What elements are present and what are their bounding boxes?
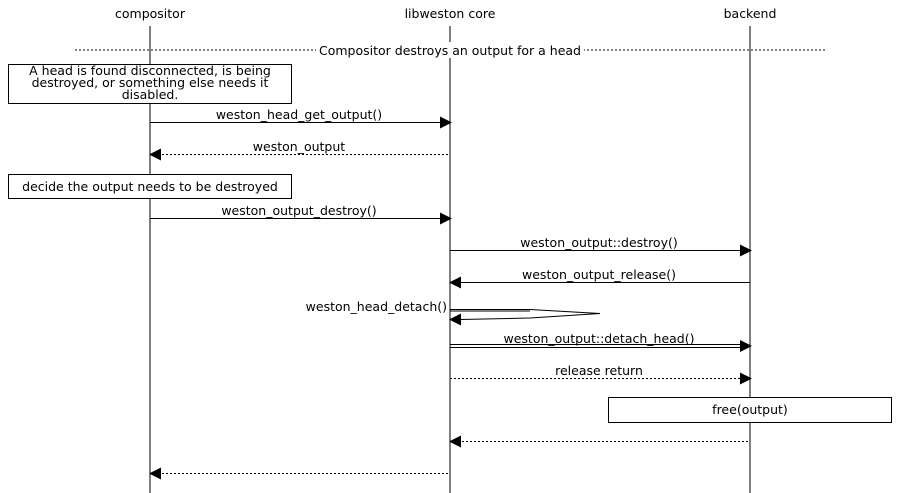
message-destroy-vfunc: weston_output::destroy(): [450, 235, 752, 257]
participant-compositor: compositor: [115, 6, 186, 21]
message-output-destroy: weston_output_destroy(): [150, 203, 452, 225]
note-decide-label: decide the output needs to be destroyed: [22, 179, 278, 194]
message-output-release: weston_output_release(): [449, 267, 750, 289]
note-free-label: free(output): [712, 402, 788, 417]
message-return-to-core: [449, 435, 748, 448]
message-head-detach: weston_head_detach(): [306, 299, 601, 326]
message-release-return: release return: [450, 363, 752, 385]
message-output-release-label: weston_output_release(): [522, 267, 676, 282]
message-release-return-label: release return: [555, 363, 643, 378]
participant-backend: backend: [724, 6, 777, 21]
note-disconnected-line2: destroyed, or something else needs it: [32, 75, 269, 90]
message-destroy-vfunc-label: weston_output::destroy(): [520, 235, 678, 250]
section-title: Compositor destroys an output for a head: [319, 43, 581, 58]
message-get-output-label: weston_head_get_output(): [216, 107, 382, 122]
note-head-disconnected: A head is found disconnected, is being d…: [8, 63, 292, 104]
message-get-output: weston_head_get_output(): [150, 107, 452, 129]
note-disconnected-line3: disabled.: [122, 87, 179, 102]
note-disconnected-line1: A head is found disconnected, is being: [29, 63, 271, 78]
message-output-destroy-label: weston_output_destroy(): [221, 203, 376, 218]
message-output-reply-label: weston_output: [253, 139, 345, 154]
participant-libweston-core: libweston core: [405, 6, 496, 21]
message-return-to-compositor: [149, 467, 448, 480]
message-detach-head: weston_output::detach_head(): [450, 331, 752, 352]
message-head-detach-label: weston_head_detach(): [306, 299, 447, 314]
section-divider: Compositor destroys an output for a head: [75, 42, 825, 58]
note-free-output: free(output): [608, 397, 892, 423]
note-decide-destroy: decide the output needs to be destroyed: [8, 174, 292, 199]
message-output-reply: weston_output: [149, 139, 448, 161]
message-detach-head-label: weston_output::detach_head(): [504, 331, 695, 346]
